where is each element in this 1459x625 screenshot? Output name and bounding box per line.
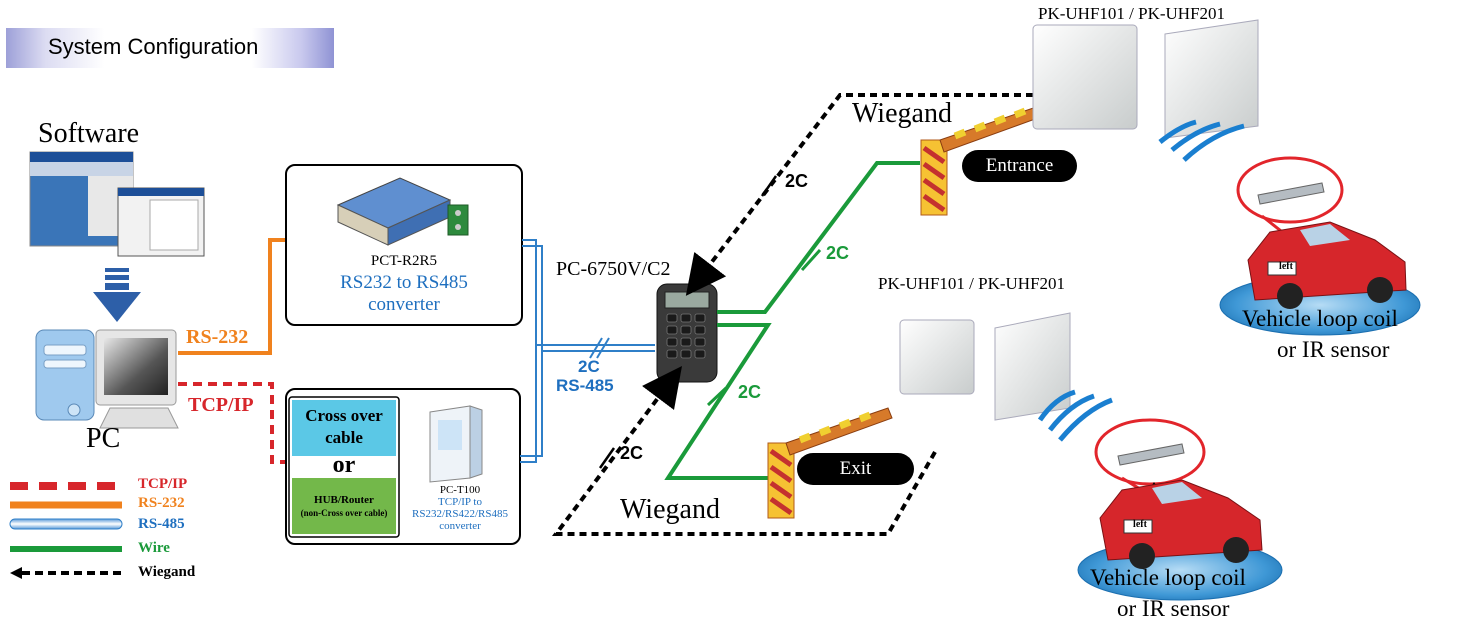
uhf-reader-exit-icon (899, 312, 1113, 442)
software-screenshot (29, 151, 205, 257)
rs485-count-label: 2C (578, 357, 600, 376)
wiegand-count-bottom: 2C (620, 443, 644, 463)
converter2-desc-line3: converter (439, 520, 481, 532)
tcpip-line (178, 382, 286, 464)
entrance-car-icon (1219, 156, 1421, 336)
legend-label-rs485: RS-485 (138, 516, 185, 532)
rs485-slash (589, 337, 603, 359)
wiegand-count-top: 2C (785, 171, 809, 191)
wiegand-label-entrance: Wiegand (852, 98, 952, 129)
entrance-plate: left (1279, 261, 1293, 272)
wire-count-top: 2C (826, 243, 850, 263)
legend-label-wiegand: Wiegand (138, 564, 196, 580)
legend-label-tcpip: TCP/IP (138, 476, 188, 492)
or-label: or (332, 452, 356, 478)
wiegand-line-entrance (685, 93, 1045, 296)
rs232-link-label: RS-232 (186, 326, 249, 348)
converter1-desc-line1: RS232 to RS485 (340, 272, 468, 293)
page-title: System Configuration (48, 34, 259, 59)
pc-t100-device-icon (429, 405, 483, 483)
wire-slash-top (800, 248, 822, 272)
pc-label: PC (86, 423, 121, 454)
wire-lines (664, 161, 920, 480)
title-banner (6, 28, 334, 68)
uhf-reader-entrance-icon (1032, 19, 1259, 162)
reader-label-exit: PK-UHF101 / PK-UHF201 (878, 274, 1066, 293)
rs485-bus (520, 239, 655, 463)
wiegand-line-exit (552, 366, 937, 536)
converter2-desc-line1: TCP/IP to (438, 496, 482, 508)
exit-sensor-line2: or IR sensor (1117, 596, 1230, 621)
hub-label-line1: HUB/Router (314, 494, 374, 506)
network-options-panel (288, 396, 400, 538)
wiegand-label-exit: Wiegand (620, 494, 720, 525)
entrance-gate-label: Entrance (962, 150, 1077, 182)
wire-count-bottom: 2C (738, 382, 762, 402)
entrance-sensor-line1: Vehicle loop coil (1242, 306, 1398, 331)
controller-model-label: PC-6750V/C2 (556, 258, 671, 280)
reader-label-entrance: PK-UHF101 / PK-UHF201 (1038, 4, 1226, 23)
controller-device-icon (656, 283, 718, 383)
cable-label-line2: cable (325, 428, 363, 447)
entrance-sensor-line2: or IR sensor (1277, 337, 1390, 362)
converter2-model: PC-T100 (439, 484, 481, 496)
legend-label-rs232: RS-232 (138, 495, 185, 511)
pc-icon (35, 329, 179, 429)
legend-swatches (9, 482, 123, 579)
hub-label-line2: (non-Cross over cable) (300, 508, 388, 518)
software-label: Software (38, 118, 140, 149)
wiegand-slash-bottom (598, 447, 616, 469)
pct-r2r5-device-icon (336, 177, 469, 246)
exit-gate-label: Exit (797, 453, 914, 485)
exit-car-icon (1077, 418, 1283, 601)
converter1-model: PCT-R2R5 (370, 253, 438, 269)
entrance-barrier-icon (920, 103, 1050, 216)
converter2-desc-line2: RS232/RS422/RS485 (412, 508, 508, 520)
legend-label-wire: Wire (138, 540, 170, 556)
wiegand-slash-top (760, 175, 778, 197)
exit-sensor-line1: Vehicle loop coil (1090, 565, 1246, 590)
exit-plate: left (1133, 519, 1147, 530)
tcpip-link-label: TCP/IP (188, 394, 254, 416)
down-arrow-icon (93, 268, 141, 322)
exit-barrier-icon (767, 407, 893, 519)
converter1-desc-line2: converter (368, 294, 440, 315)
rs232-line (178, 238, 286, 355)
rs485-slash-2 (596, 337, 610, 359)
rs485-type-label: RS-485 (556, 376, 614, 395)
cable-label-line1: Cross over (305, 406, 383, 425)
wire-slash-bottom (706, 386, 728, 407)
